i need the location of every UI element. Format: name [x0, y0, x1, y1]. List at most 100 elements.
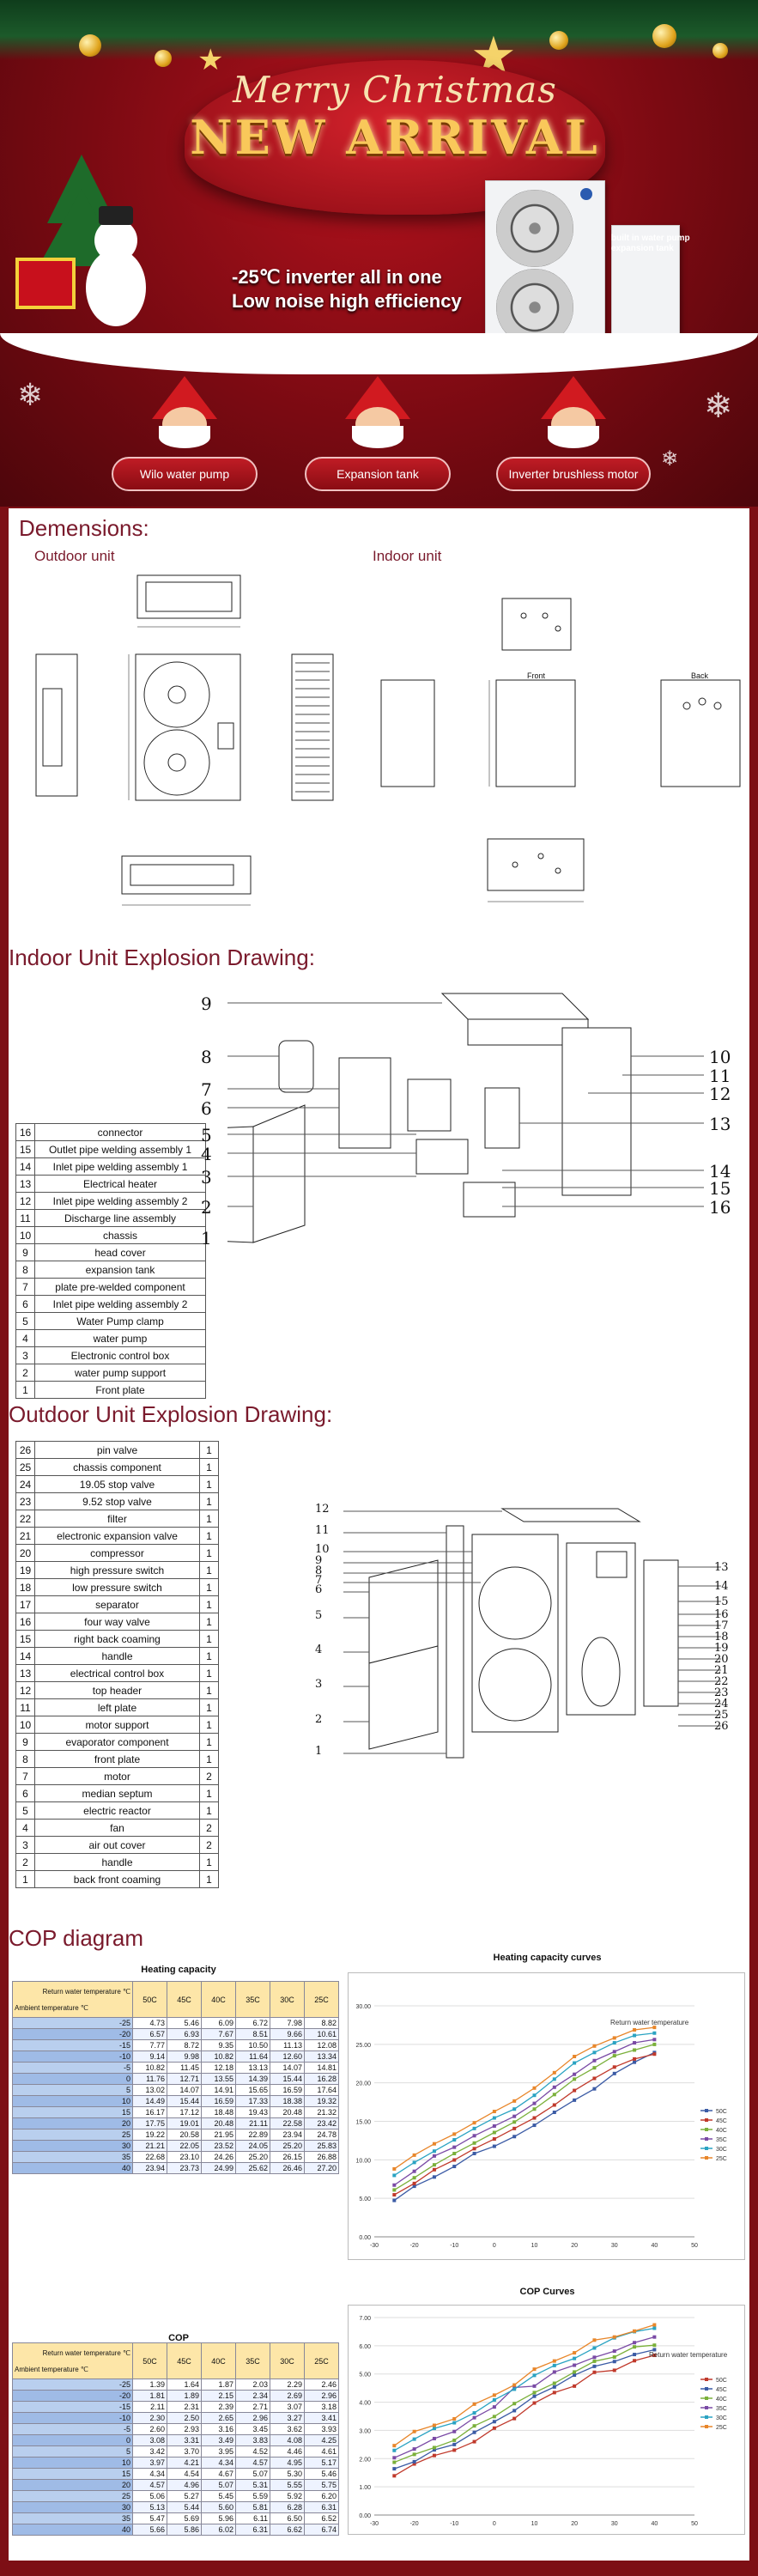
callout-number: 14: [714, 1580, 729, 1593]
gift-box-icon: [15, 258, 76, 309]
part-name: Inlet pipe welding assembly 1: [34, 1157, 206, 1176]
part-number: 14: [15, 1157, 35, 1176]
part-quantity: 1: [199, 1733, 219, 1751]
data-point: [612, 2050, 616, 2054]
part-name: evaporator component: [34, 1733, 200, 1751]
callout-number: 3: [315, 1678, 323, 1691]
part-quantity: 1: [199, 1853, 219, 1871]
data-point: [452, 2145, 457, 2149]
value-cell: 4.57: [235, 2457, 270, 2469]
ambient-temp-cell: 40: [12, 2524, 133, 2536]
part-number: 11: [15, 1209, 35, 1227]
value-cell: 2.34: [235, 2390, 270, 2402]
part-number: 17: [15, 1595, 35, 1613]
data-point: [412, 2181, 416, 2185]
value-cell: 5.92: [270, 2490, 305, 2502]
data-point: [592, 2359, 597, 2363]
value-cell: 8.51: [235, 2028, 270, 2040]
column-header: 40C: [201, 1981, 236, 2018]
column-header: 50C: [132, 1981, 167, 2018]
x-tick-label: 0: [493, 2521, 496, 2527]
value-cell: 2.93: [167, 2423, 202, 2435]
part-number: 10: [15, 1226, 35, 1244]
data-point: [452, 2421, 457, 2425]
value-cell: 17.12: [167, 2106, 202, 2118]
value-cell: 23.52: [201, 2140, 236, 2152]
column-header: 45C: [167, 2342, 202, 2379]
ornament-icon: [549, 31, 568, 50]
ambient-temp-cell: -5: [12, 2062, 133, 2074]
heating-capacity-chart: 0.005.0010.0015.0020.0025.0030.00-30-20-…: [355, 2004, 726, 2249]
value-cell: 8.82: [304, 2017, 339, 2029]
content-panel: Demensions: Outdoor unit Indoor unit: [9, 508, 749, 2561]
callout-number: 2: [201, 1197, 212, 1218]
legend-marker: [705, 2378, 708, 2381]
data-point: [652, 2026, 657, 2030]
ambient-temp-cell: -10: [12, 2412, 133, 2424]
legend-marker: [705, 2128, 708, 2131]
part-quantity: 1: [199, 1475, 219, 1493]
data-point: [552, 2093, 556, 2097]
part-number: 7: [15, 1767, 35, 1785]
part-name: electronic expansion valve: [34, 1527, 200, 1545]
outdoor-grille-view: [291, 653, 334, 801]
star-icon: ★: [197, 43, 224, 77]
y-tick-label: 0.00: [359, 2235, 371, 2241]
value-cell: 3.18: [304, 2401, 339, 2413]
y-tick-label: 4.00: [359, 2401, 371, 2407]
part-number: 1: [15, 1381, 35, 1399]
ambient-temp-cell: 15: [12, 2468, 133, 2480]
legend-marker: [705, 2415, 708, 2419]
part-name: 9.52 stop valve: [34, 1492, 200, 1510]
value-cell: 10.82: [201, 2050, 236, 2063]
value-cell: 23.42: [304, 2117, 339, 2129]
value-cell: 18.38: [270, 2095, 305, 2107]
data-point: [652, 2038, 657, 2042]
x-tick-label: 40: [651, 2521, 658, 2527]
data-point: [652, 2343, 657, 2348]
data-point: [633, 2057, 637, 2061]
data-point: [512, 2126, 517, 2130]
value-cell: 5.07: [235, 2468, 270, 2480]
snow-band: [0, 333, 758, 374]
cop-chart-title: COP Curves: [519, 2287, 575, 2297]
value-cell: 9.66: [270, 2028, 305, 2040]
electrical-heater-part: [484, 1087, 520, 1149]
brand-logo-icon: [580, 188, 592, 200]
santa-icon: [343, 376, 412, 448]
data-point: [492, 2144, 496, 2148]
value-cell: 6.20: [304, 2490, 339, 2502]
callout-number: 12: [315, 1503, 330, 1516]
data-point: [612, 2360, 616, 2364]
part-quantity: 1: [199, 1595, 219, 1613]
data-point: [472, 2430, 476, 2434]
data-point: [412, 2176, 416, 2180]
data-point: [472, 2141, 476, 2145]
data-point: [652, 2042, 657, 2046]
part-quantity: 1: [199, 1716, 219, 1734]
data-point: [612, 2368, 616, 2372]
data-point: [532, 2394, 537, 2398]
motor-part: [478, 1648, 552, 1722]
value-cell: 6.72: [235, 2017, 270, 2029]
snowman-icon: [86, 249, 146, 326]
data-point: [573, 2384, 577, 2388]
data-point: [452, 2151, 457, 2155]
christmas-banner: ★ ★ Merry Christmas NEW ARRIVAL -25℃ inv…: [0, 0, 758, 507]
cop-table-title: COP: [168, 2333, 189, 2343]
callout-number: 10: [315, 1543, 330, 1556]
value-cell: 15.44: [270, 2073, 305, 2085]
outdoor-side-view: [35, 653, 78, 797]
data-point: [532, 2086, 537, 2090]
callout-number: 11: [709, 1066, 731, 1086]
indoor-explosion-title: Indoor Unit Explosion Drawing:: [9, 945, 315, 970]
dimension-drawings: [35, 574, 741, 906]
